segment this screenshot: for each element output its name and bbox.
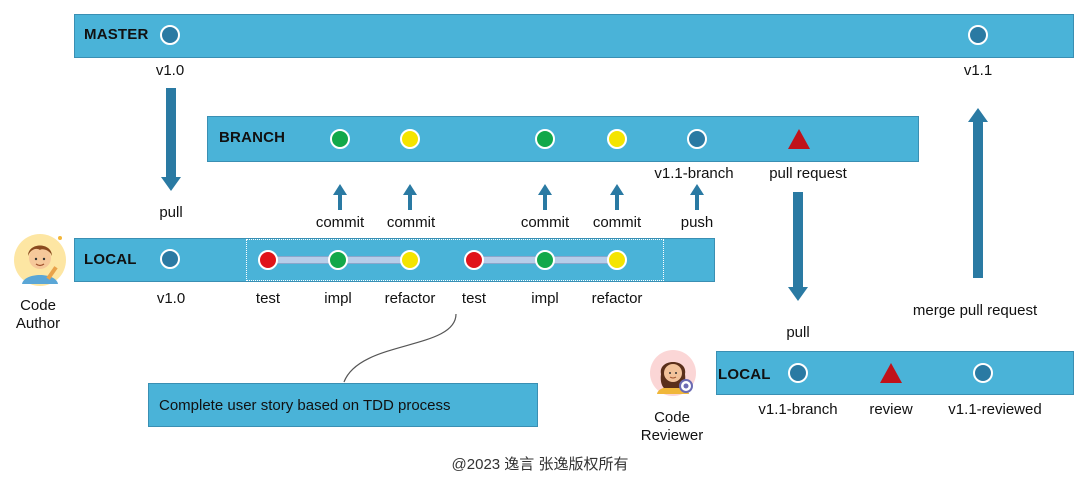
push-arrow-head	[690, 184, 704, 195]
step-label-impl-2: impl	[531, 290, 559, 307]
reviewer-review-label: review	[869, 401, 913, 418]
code-author-avatar	[14, 234, 66, 286]
author-local-v1-0-label: v1.0	[156, 290, 186, 307]
pull-request-triangle	[788, 129, 810, 149]
tdd-callout: Complete user story based on TDD process	[148, 383, 538, 427]
branch-node-v1-1	[687, 129, 707, 149]
author-local-lane-label: LOCAL	[84, 251, 137, 268]
branch-commit-1	[330, 129, 350, 149]
master-node-v1-0	[160, 25, 180, 45]
tdd-refactor-2	[607, 250, 627, 270]
commit-arrow-2-shaft	[408, 194, 412, 210]
pull-request-label: pull request	[769, 165, 847, 182]
branch-commit-3	[535, 129, 555, 149]
commit-label-4: commit	[592, 214, 642, 231]
callout-leader-line	[343, 313, 457, 383]
code-reviewer-avatar	[650, 350, 696, 396]
commit-label-2: commit	[386, 214, 436, 231]
merge-label: merge pull request	[912, 302, 1038, 319]
copyright-footer: @2023 逸言 张逸版权所有	[451, 456, 629, 473]
branch-lane-label: BRANCH	[219, 129, 286, 146]
master-lane	[74, 14, 1074, 58]
reviewer-local-lane-label: LOCAL	[718, 366, 771, 383]
commit-arrow-4-shaft	[615, 194, 619, 210]
commit-arrow-2-head	[403, 184, 417, 195]
merge-arrow-head	[968, 108, 988, 122]
master-v1-1-label: v1.1	[963, 62, 993, 79]
push-label: push	[680, 214, 714, 231]
tdd-impl-1	[328, 250, 348, 270]
commit-arrow-3-shaft	[543, 194, 547, 210]
code-reviewer-role-line2: Reviewer	[640, 427, 704, 444]
step-label-test-1: test	[255, 290, 281, 307]
reviewer-v1-1-branch-label: v1.1-branch	[758, 401, 838, 418]
master-v1-0-label: v1.0	[155, 62, 185, 79]
step-label-refactor-1: refactor	[384, 290, 436, 307]
pull-arrow-left-shaft	[166, 88, 176, 178]
master-lane-label: MASTER	[84, 26, 149, 43]
commit-arrow-1-head	[333, 184, 347, 195]
branch-commit-2	[400, 129, 420, 149]
tdd-cycle-box	[246, 239, 664, 281]
code-author-role-line1: Code	[20, 297, 56, 314]
merge-arrow-shaft	[973, 122, 983, 278]
code-author-role-line2: Author	[15, 315, 61, 332]
commit-arrow-4-head	[610, 184, 624, 195]
review-triangle	[880, 363, 902, 383]
commit-arrow-3-head	[538, 184, 552, 195]
author-local-node-v1-0	[160, 249, 180, 269]
reviewer-node-v1-1-branch	[788, 363, 808, 383]
tdd-refactor-1	[400, 250, 420, 270]
step-label-test-2: test	[461, 290, 487, 307]
tdd-impl-2	[535, 250, 555, 270]
reviewer-v1-1-reviewed-label: v1.1-reviewed	[948, 401, 1042, 418]
pull-left-label: pull	[159, 204, 183, 221]
step-label-impl-1: impl	[324, 290, 352, 307]
tdd-test-1	[258, 250, 278, 270]
commit-label-1: commit	[315, 214, 365, 231]
tdd-test-2	[464, 250, 484, 270]
branch-lane	[207, 116, 919, 162]
commit-arrow-1-shaft	[338, 194, 342, 210]
push-arrow-shaft	[695, 194, 699, 210]
code-reviewer-role-line1: Code	[654, 409, 690, 426]
reviewer-node-v1-1-reviewed	[973, 363, 993, 383]
master-node-v1-1	[968, 25, 988, 45]
branch-v1-1-label: v1.1-branch	[654, 165, 734, 182]
step-label-refactor-2: refactor	[591, 290, 643, 307]
pull-arrow-right-head	[788, 287, 808, 301]
pull-right-label: pull	[786, 324, 810, 341]
commit-label-3: commit	[520, 214, 570, 231]
pull-arrow-left-head	[161, 177, 181, 191]
branch-commit-4	[607, 129, 627, 149]
pull-arrow-right-shaft	[793, 192, 803, 288]
